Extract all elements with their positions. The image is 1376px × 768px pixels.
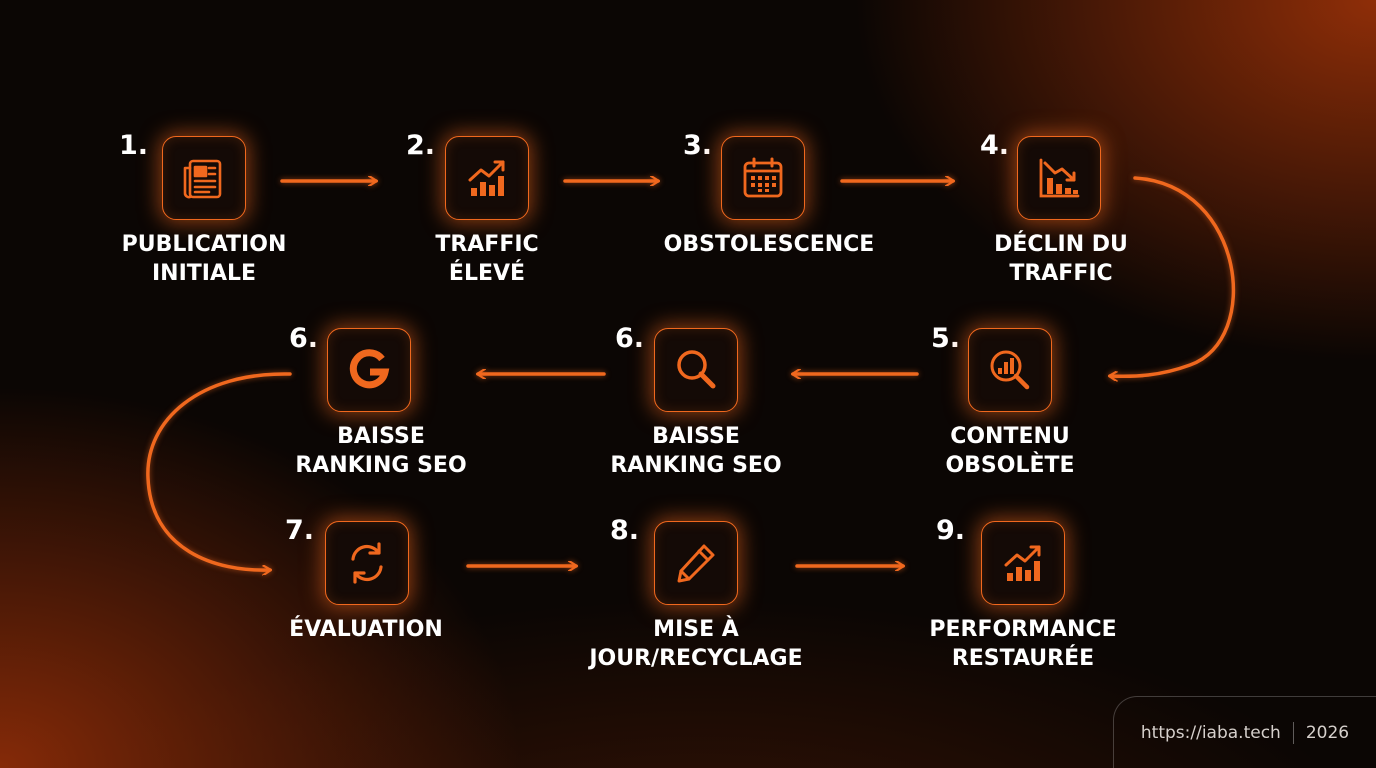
newspaper-icon (183, 159, 222, 199)
step-3-icon-box (721, 136, 805, 220)
step-8-label-line-2: JOUR/RECYCLAGE (589, 646, 803, 671)
step-8-label-line-1: MISE À (653, 617, 739, 642)
step-3-label: OBSTOLESCENCE (639, 230, 899, 259)
step-2-label: TRAFFIC ÉLEVÉ (357, 230, 617, 288)
magnifier-chart-icon (990, 350, 1030, 390)
step-1-label: PUBLICATION INITIALE (74, 230, 334, 288)
refresh-icon (351, 542, 383, 584)
step-6a-label-line-2: RANKING SEO (610, 453, 782, 478)
step-5-label-line-2: OBSOLÈTE (945, 453, 1075, 478)
search-icon (677, 350, 716, 389)
arrow-6-to-7 (146, 372, 292, 570)
step-1-label-line-2: INITIALE (151, 261, 257, 286)
step-2-icon-box (445, 136, 529, 220)
arrow-4-to-5 (1110, 176, 1236, 376)
footer-separator (1292, 721, 1294, 744)
step-6b-label: BAISSE RANKING SEO (251, 422, 511, 480)
calendar-icon (743, 157, 783, 198)
step-4-label-line-2: TRAFFIC (1009, 261, 1113, 286)
step-4-icon-box (1017, 136, 1101, 220)
step-2-number: 2. (405, 130, 435, 161)
step-9-icon-box (981, 521, 1065, 605)
step-1-number: 1. (118, 130, 148, 161)
google-g-icon (349, 349, 390, 389)
footer-year: 2026 (1305, 722, 1350, 743)
step-5-icon-box (968, 328, 1052, 412)
step-5-label-line-1: CONTENU (950, 424, 1070, 449)
step-1-label-line-1: PUBLICATION (121, 232, 287, 257)
step-7-number: 7. (284, 515, 314, 546)
step-7-icon-box (325, 521, 409, 605)
step-4-number: 4. (979, 130, 1009, 161)
step-8-number: 8. (609, 515, 639, 546)
step-3-label-line-1: OBSTOLESCENCE (663, 232, 875, 257)
step-2-label-line-1: TRAFFIC (435, 232, 539, 257)
step-2-label-line-2: ÉLEVÉ (448, 261, 526, 286)
trending-up-chart-icon (1004, 545, 1041, 581)
step-6a-icon-box (654, 328, 738, 412)
footer-badge: https://iaba.tech 2026 (1113, 696, 1376, 768)
step-7-label: ÉVALUATION (236, 615, 496, 644)
step-6a-label-line-1: BAISSE (652, 424, 740, 449)
trending-up-chart-icon (468, 160, 505, 196)
step-9-number: 9. (935, 515, 965, 546)
step-6b-icon-box (327, 328, 411, 412)
trending-down-chart-icon (1039, 158, 1080, 198)
step-4-label-line-1: DÉCLIN DU (994, 232, 1128, 257)
step-4-label: DÉCLIN DU TRAFFIC (931, 230, 1191, 288)
pencil-icon (677, 544, 715, 583)
step-9-label: PERFORMANCE RESTAURÉE (893, 615, 1153, 673)
step-6a-label: BAISSE RANKING SEO (566, 422, 826, 480)
footer-url[interactable]: https://iaba.tech (1140, 722, 1281, 743)
step-5-number: 5. (930, 323, 960, 354)
step-3-number: 3. (682, 130, 712, 161)
step-6b-label-line-1: BAISSE (337, 424, 425, 449)
step-8-icon-box (654, 521, 738, 605)
step-1-icon-box (162, 136, 246, 220)
step-5-label: CONTENU OBSOLÈTE (880, 422, 1140, 480)
step-6b-label-line-2: RANKING SEO (295, 453, 467, 478)
step-9-label-line-1: PERFORMANCE (929, 617, 1117, 642)
step-8-label: MISE À JOUR/RECYCLAGE (566, 615, 826, 673)
step-9-label-line-2: RESTAURÉE (951, 646, 1095, 671)
step-6b-number: 6. (288, 323, 318, 354)
step-6a-number: 6. (614, 323, 644, 354)
step-7-label-line-1: ÉVALUATION (289, 617, 443, 642)
